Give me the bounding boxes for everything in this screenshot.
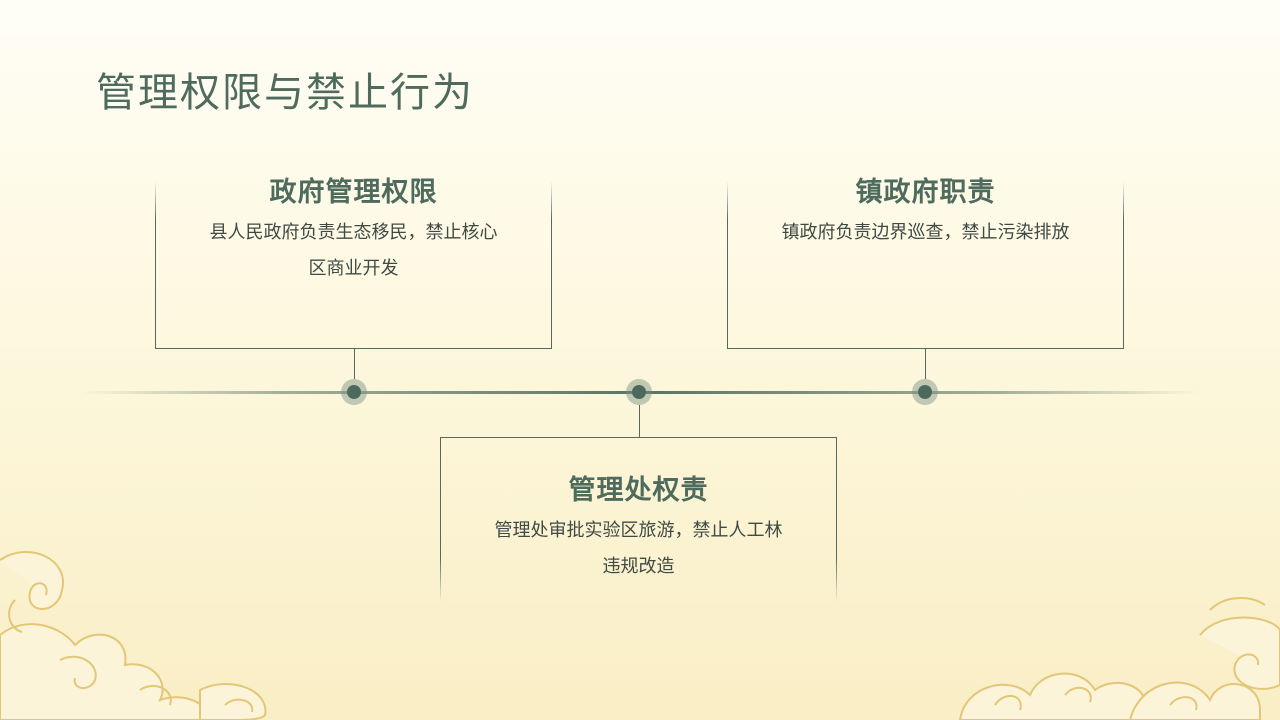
card-body: 县人民政府负责生态移民，禁止核心区商业开发	[209, 222, 498, 279]
card-government-authority: 政府管理权限 县人民政府负责生态移民，禁止核心区商业开发	[155, 177, 552, 349]
card-body: 管理处审批实验区旅游，禁止人工林违规改造	[494, 520, 783, 577]
timeline-node-2	[626, 379, 652, 405]
card-title: 镇政府职责	[855, 177, 996, 208]
card-town-government-duty: 镇政府职责 镇政府负责边界巡查，禁止污染排放	[727, 177, 1124, 349]
connector-line-3	[639, 405, 640, 437]
cloud-decoration-left	[0, 550, 267, 720]
page-title: 管理权限与禁止行为	[96, 70, 474, 116]
timeline-node-1	[341, 379, 367, 405]
card-title: 管理处权责	[568, 475, 709, 506]
cloud-decoration-right	[958, 597, 1280, 720]
connector-line-2	[925, 349, 926, 379]
card-body: 镇政府负责边界巡查，禁止污染排放	[781, 222, 1070, 243]
card-management-office-duty: 管理处权责 管理处审批实验区旅游，禁止人工林违规改造	[440, 437, 837, 602]
card-title: 政府管理权限	[269, 177, 438, 208]
connector-line-1	[354, 349, 355, 379]
timeline-node-3	[912, 379, 938, 405]
